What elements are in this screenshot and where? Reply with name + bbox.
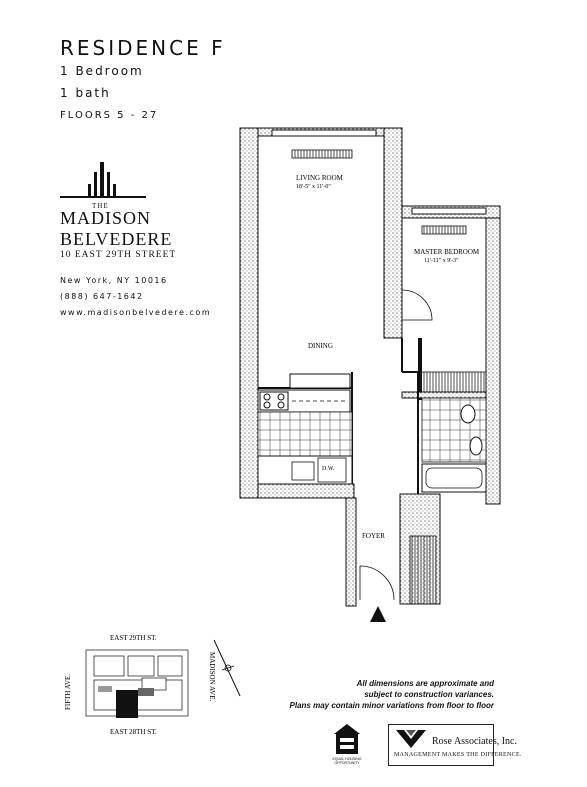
toilet — [460, 404, 476, 424]
bathroom-sink — [469, 436, 483, 456]
foyer-closet — [409, 535, 437, 605]
logo-address: 10 EAST 29TH STREET — [60, 250, 177, 260]
equal-housing-caption: EQUAL HOUSING OPPORTUNITY — [332, 757, 362, 765]
contact-phone: (888) 647-1642 — [60, 292, 144, 301]
bathroom — [421, 397, 487, 493]
dining-label: DINING — [308, 342, 333, 350]
kitchen — [257, 373, 353, 485]
entry-arrow-icon — [370, 606, 386, 622]
contact-city: New York, NY 10016 — [60, 276, 168, 285]
logo-belvedere: BELVEDERE — [60, 229, 173, 249]
disclaimer-line-2: subject to construction variances. — [364, 690, 494, 699]
master-bedroom-dimensions: 11'-11" x 9'-3" — [424, 258, 459, 264]
living-room-dimensions: 18'-5" x 11'-0" — [296, 184, 331, 190]
disclaimer-line-1: All dimensions are approximate and — [356, 679, 494, 688]
management-tagline: MANAGEMENT MAKES THE DIFFERENCE. — [394, 752, 522, 758]
contact-website[interactable]: www.madisonbelvedere.com — [60, 308, 212, 317]
bedroom-closet — [417, 371, 487, 393]
entry-door — [359, 565, 395, 601]
key-plan: EAST 29TH ST. EAST 28TH ST. FIFTH AVE. M… — [64, 634, 216, 736]
key-plan-west-avenue: FIFTH AVE. — [64, 674, 72, 710]
building-logo-icon — [60, 162, 146, 198]
floor-plan: LIVING ROOM 18'-5" x 11'-0" MASTER BEDRO… — [239, 127, 501, 622]
windows — [271, 129, 487, 235]
residence-title: RESIDENCE F — [60, 36, 226, 60]
key-plan-south-street: EAST 28TH ST. — [110, 728, 157, 736]
dishwasher-label: D.W. — [322, 466, 335, 472]
sink — [291, 461, 315, 481]
living-room-label: LIVING ROOM — [296, 174, 344, 182]
bath-count: 1 bath — [60, 86, 111, 100]
logo-madison: MADISON — [60, 208, 152, 228]
dishwasher — [317, 457, 347, 483]
disclaimer: All dimensions are approximate and subje… — [214, 678, 494, 711]
management-company-name: Rose Associates, Inc. — [432, 736, 517, 747]
key-plan-east-avenue: MADISON AVE. — [208, 652, 216, 702]
management-logo-box — [388, 724, 494, 766]
equal-housing-icon — [334, 724, 360, 754]
unit-location-marker — [116, 690, 138, 718]
cooktop — [259, 391, 289, 411]
bedroom-door — [401, 289, 433, 321]
disclaimer-line-3: Plans may contain minor variations from … — [289, 701, 494, 710]
key-plan-north-street: EAST 29TH ST. — [110, 634, 157, 642]
bedroom-count: 1 Bedroom — [60, 64, 144, 78]
master-bedroom-label: MASTER BEDROOM — [414, 248, 480, 256]
logo-the: THE — [92, 202, 109, 210]
rose-emblem-icon — [396, 730, 426, 748]
foyer-label: FOYER — [362, 532, 385, 540]
floors-range: FLOORS 5 - 27 — [60, 110, 159, 121]
north-arrow-icon — [213, 639, 241, 697]
